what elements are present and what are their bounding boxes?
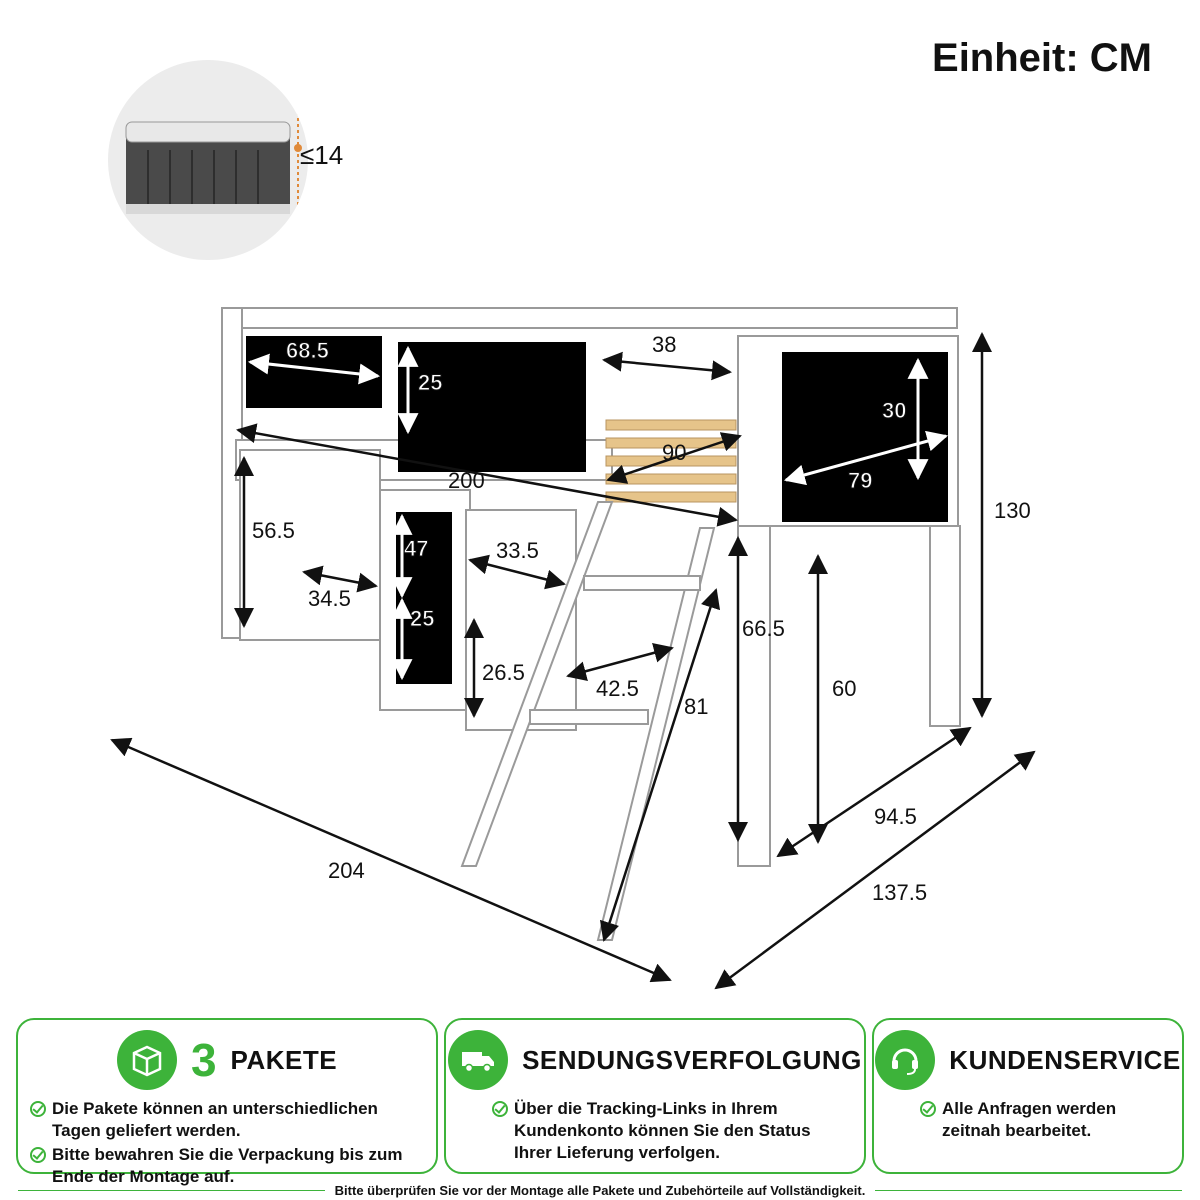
dim-shelf-width: 33.5: [496, 538, 539, 563]
mattress-image: [108, 60, 308, 260]
footer-note: Bitte überprüfen Sie vor der Montage all…: [324, 1182, 876, 1198]
delivery-truck-icon: [448, 1030, 509, 1090]
check-icon: [920, 1101, 936, 1117]
dim-panel-right-width: 79: [847, 468, 873, 494]
dim-bed-length: 200: [448, 468, 485, 493]
dim-opening-width: 38: [652, 332, 677, 357]
dim-total-depth: 137.5: [872, 880, 928, 905]
unit-title: Einheit: CM: [932, 36, 1152, 80]
card-service: KUNDENSERVICE Alle Anfragen werden zeitn…: [872, 1018, 1184, 1174]
dim-panel-left-height: 25: [417, 370, 443, 396]
packages-line-2: Bitte bewahren Sie die Verpackung bis zu…: [52, 1145, 403, 1186]
dim-under-height: 60: [832, 676, 857, 701]
dim-slat-width: 90: [662, 440, 687, 465]
service-line-1: Alle Anfragen werden zeitnah bearbeitet.: [942, 1099, 1117, 1140]
mattress-thickness-label: ≤14: [300, 140, 344, 170]
dim-panel-left-width: 68.5: [286, 338, 330, 364]
panel-right: [782, 352, 948, 522]
packages-line-1: Die Pakete können an unterschiedlichen T…: [52, 1099, 378, 1140]
dim-door-height: 47: [403, 536, 429, 562]
dim-ladder-top-height: 66.5: [742, 616, 785, 641]
packages-title: PAKETE: [230, 1044, 338, 1075]
panel-middle: [398, 342, 586, 472]
dim-cabinet-width: 34.5: [308, 586, 351, 611]
dim-inner-depth: 94.5: [874, 804, 917, 829]
dim-total-height: 130: [994, 498, 1031, 523]
dim-shelf-height: 26.5: [482, 660, 525, 685]
card-packages: 3 PAKETE Die Pakete können an unterschie…: [16, 1018, 438, 1186]
card-tracking: SENDUNGSVERFOLGUNG Über die Tracking-Lin…: [444, 1018, 866, 1174]
dim-cabinet-height: 56.5: [252, 518, 295, 543]
packages-number: 3: [190, 1034, 217, 1086]
dim-total-length: 204: [328, 858, 365, 883]
tracking-title: SENDUNGSVERFOLGUNG: [522, 1044, 862, 1075]
dim-door-width: 25: [409, 606, 435, 632]
footer: Bitte überprüfen Sie vor der Montage all…: [0, 1180, 1200, 1200]
check-icon: [492, 1101, 508, 1117]
info-cards: 3 PAKETE Die Pakete können an unterschie…: [0, 1018, 1200, 1186]
dim-ladder-length: 81: [684, 694, 709, 719]
headset-icon: [875, 1030, 936, 1090]
service-title: KUNDENSERVICE: [949, 1044, 1181, 1075]
dim-shelf-depth: 42.5: [596, 676, 639, 701]
package-icon: [116, 1030, 177, 1090]
check-icon: [30, 1147, 46, 1163]
check-icon: [30, 1101, 46, 1117]
dim-panel-right-height: 30: [881, 398, 907, 424]
tracking-line-1: Über die Tracking-Links in Ihrem Kundenk…: [514, 1099, 811, 1162]
bed-diagram: 68.5 25 38 30 90 79 200 130 56.5 47 33.5…: [0, 280, 1200, 1010]
